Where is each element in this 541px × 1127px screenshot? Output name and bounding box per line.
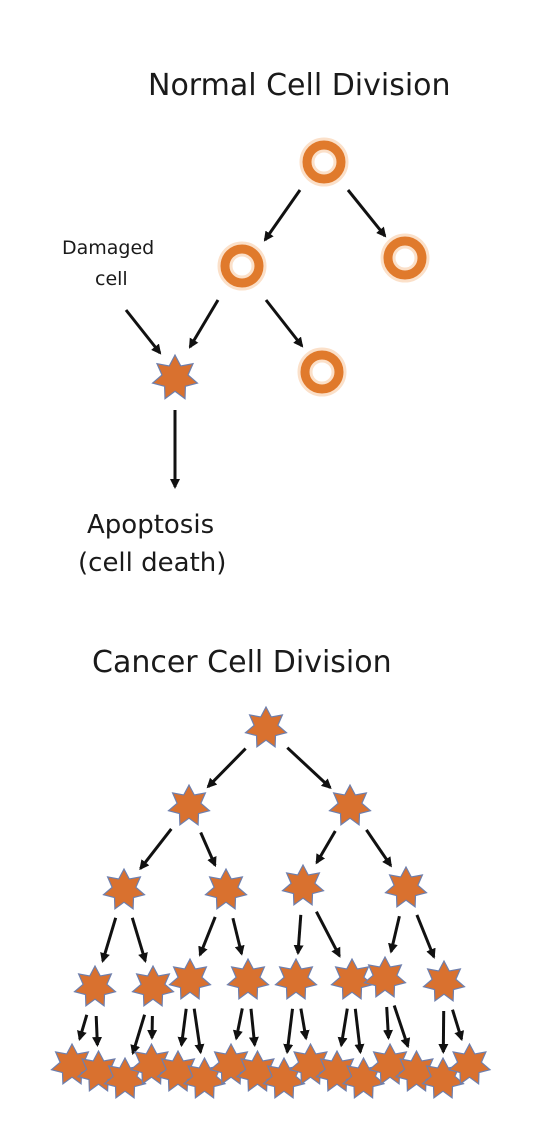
cancer-arrow-l3-10	[299, 1008, 310, 1041]
cancer-arrows	[77, 746, 465, 1056]
cancer-cell-gen3-3	[281, 863, 325, 907]
normal-cells	[217, 137, 430, 397]
cancer-cell-gen2-2	[328, 783, 372, 827]
cancer-cell-gen4-2	[131, 964, 175, 1008]
cancer-cell-gen5-2	[76, 1049, 121, 1093]
cancer-cell-gen4-6	[330, 957, 374, 1001]
cancer-arrow-l2-2	[130, 917, 148, 964]
cancer-arrow-l2-7	[388, 915, 401, 954]
arrow-label-to-damaged	[124, 309, 162, 355]
cancer-arrow-l3-11	[337, 1008, 349, 1048]
normal-arrows	[124, 189, 387, 489]
cancer-cell-gen5-13	[368, 1042, 412, 1086]
cancer-arrow-l3-12	[353, 1008, 365, 1055]
cancer-cell-gen5-5	[156, 1049, 200, 1093]
damaged-cell-label-line1: Damaged	[62, 237, 154, 259]
normal-cell-left	[217, 241, 267, 291]
apoptosis-label-line2: (cell death)	[78, 548, 226, 578]
cancer-arrow-l3-9	[283, 1008, 294, 1055]
cancer-arrow-l1-2	[199, 831, 217, 868]
cancer-arrow-l2-4	[231, 917, 245, 956]
cancer-arrow-l2-6	[315, 911, 341, 958]
cancer-arrow-l3-5	[177, 1008, 188, 1048]
cancer-cell-gen4-4	[226, 957, 270, 1001]
apoptosis-label-line1: Apoptosis	[87, 510, 214, 540]
cancer-arrow-l0-1	[206, 747, 247, 789]
cancer-cell-gen3-2	[204, 867, 248, 911]
cancer-cell-gen5-10	[288, 1042, 333, 1086]
arrow-parent-to-left	[263, 189, 302, 242]
cancer-division-title: Cancer Cell Division	[92, 645, 392, 680]
cancer-arrow-l0-2	[286, 746, 332, 789]
normal-cell-parent	[299, 137, 349, 187]
cancer-arrow-l3-1	[77, 1014, 89, 1042]
cancer-cell-gen5-4	[129, 1042, 174, 1086]
cancer-cell-gen5-8	[235, 1049, 280, 1093]
cancer-cell-gen4-3	[168, 957, 212, 1001]
cancer-arrow-l3-14	[392, 1005, 411, 1049]
cancer-arrow-l2-8	[415, 914, 436, 959]
cancer-arrow-l3-2	[92, 1015, 103, 1047]
cancer-cell-gen5-7	[209, 1042, 253, 1086]
normal-cell-bottom	[297, 347, 347, 397]
cancer-cell-gen4-8	[422, 959, 466, 1003]
cancer-arrow-l3-7	[232, 1008, 244, 1041]
cancer-arrow-l2-5	[293, 914, 304, 956]
cancer-cell-gen4-1	[73, 964, 117, 1008]
cancer-arrow-l1-1	[139, 827, 173, 871]
damaged-cell-star-shape	[151, 353, 199, 400]
damaged-cell-star	[151, 353, 199, 400]
normal-division-title: Normal Cell Division	[148, 68, 451, 103]
cancer-arrow-l3-8	[248, 1008, 259, 1048]
cancer-arrow-l1-4	[365, 829, 393, 868]
cancer-arrow-l3-16	[451, 1009, 465, 1042]
cancer-cell-gen5-16	[447, 1042, 492, 1086]
cancer-arrow-l2-1	[100, 917, 118, 964]
cancer-cell-gen5-1	[50, 1042, 94, 1086]
arrow-left-to-bottom	[264, 299, 304, 348]
arrow-left-to-damaged	[188, 299, 220, 349]
arrow-parent-to-right	[346, 189, 387, 238]
cancer-arrow-l3-3	[130, 1014, 147, 1056]
damaged-cell-label-line2: cell	[95, 268, 128, 290]
cancer-cell-gen1-1	[244, 705, 288, 749]
cancer-arrow-l3-6	[192, 1008, 205, 1055]
cancer-arrow-l2-3	[198, 916, 217, 957]
cancer-arrow-l1-3	[315, 830, 337, 865]
cancer-cell-gen4-7	[363, 955, 407, 999]
cancer-arrow-l3-13	[383, 1006, 394, 1040]
cancer-cell-gen4-5	[274, 957, 318, 1001]
cancer-cell-gen2-1	[167, 783, 211, 827]
cancer-cell-gen3-4	[384, 865, 428, 909]
cancer-cell-gen5-14	[394, 1049, 439, 1093]
cancer-cells	[50, 705, 492, 1100]
cancer-cell-gen5-11	[315, 1049, 359, 1093]
cancer-cell-gen3-1	[102, 867, 146, 911]
normal-cell-right	[380, 233, 430, 283]
